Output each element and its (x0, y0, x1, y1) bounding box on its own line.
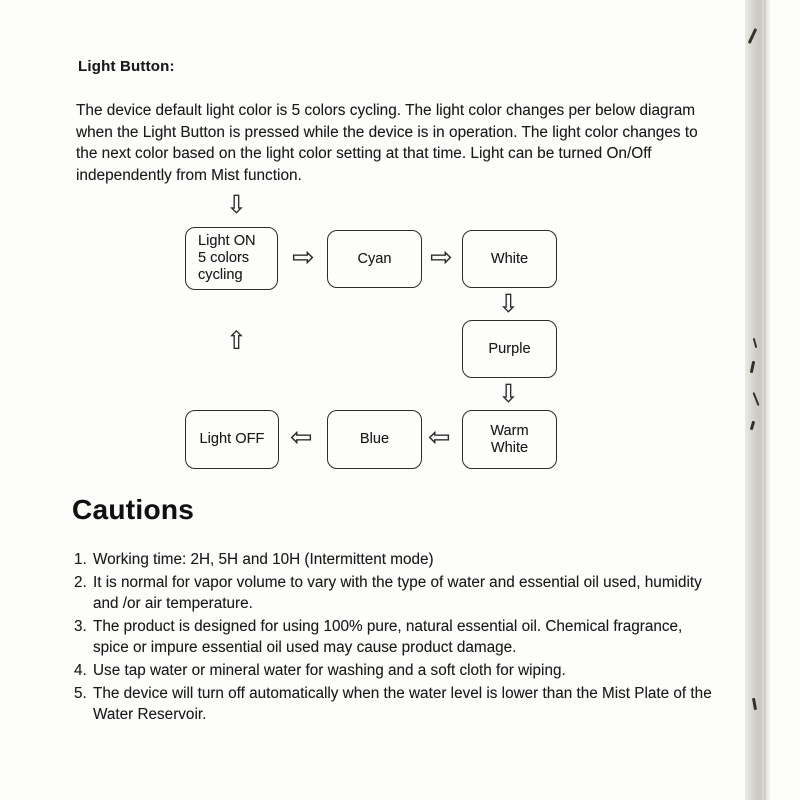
list-item-number: 3. (74, 617, 87, 635)
list-item-text: The product is designed for using 100% p… (93, 617, 683, 657)
cautions-title: Cautions (72, 494, 195, 525)
list-item-text: Use tap water or mineral water for washi… (93, 661, 566, 679)
list-item-text: It is normal for vapor volume to vary wi… (93, 573, 702, 613)
list-item: 2. It is normal for vapor volume to vary… (74, 572, 716, 615)
intro-paragraph: The device default light color is 5 colo… (76, 102, 698, 184)
list-item-number: 5. (74, 684, 87, 702)
diagram-node-cyan: Cyan (327, 230, 422, 288)
diagram-node-light-off: Light OFF (185, 410, 279, 469)
diagram-node-white: White (462, 230, 557, 288)
scan-edge-artifact (764, 0, 770, 800)
arrow-left-icon: ⇦ (290, 422, 313, 453)
section-heading: Light Button: (78, 58, 175, 75)
arrow-down-icon: ⇩ (498, 289, 519, 318)
list-item-number: 1. (74, 551, 87, 568)
arrow-up-icon: ⇧ (226, 326, 247, 355)
diagram-node-warm-white: Warm White (462, 410, 557, 469)
arrow-down-icon: ⇩ (226, 190, 247, 219)
arrow-down-icon: ⇩ (498, 379, 519, 408)
list-item-text: The device will turn off automatically w… (93, 684, 712, 724)
list-item-text: Working time: 2H, 5H and 10H (Intermitte… (93, 551, 434, 568)
diagram-node-light-on: Light ON 5 colors cycling (185, 227, 278, 290)
list-item: 1. Working time: 2H, 5H and 10H (Intermi… (74, 549, 716, 571)
list-item: 4. Use tap water or mineral water for wa… (74, 660, 716, 682)
list-item: 5. The device will turn off automaticall… (74, 683, 716, 726)
diagram-node-blue: Blue (327, 410, 422, 469)
arrow-right-icon: ⇨ (292, 242, 315, 273)
diagram-node-purple: Purple (462, 320, 557, 378)
list-item-number: 4. (74, 661, 87, 679)
list-item: 3. The product is designed for using 100… (74, 616, 716, 659)
list-item-number: 2. (74, 573, 87, 591)
arrow-right-icon: ⇨ (430, 242, 453, 273)
arrow-left-icon: ⇦ (428, 422, 451, 453)
cautions-list: 1. Working time: 2H, 5H and 10H (Intermi… (74, 549, 716, 727)
